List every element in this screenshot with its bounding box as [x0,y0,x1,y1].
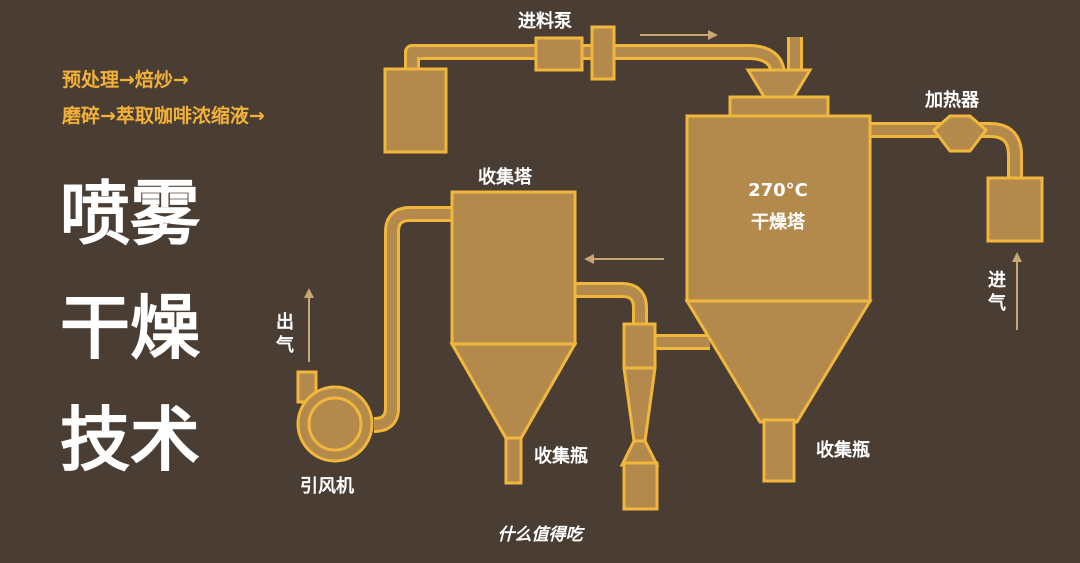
label-dryer-temp: 270°C [748,180,808,201]
label-heater: 加热器 [924,89,980,111]
induced-draft-fan [296,370,374,463]
drying-tower [684,114,873,483]
label-collection-tower: 收集塔 [478,166,533,188]
label-air-out-2: 气 [275,334,294,356]
label-air-out-1: 出 [276,311,294,333]
cyclone [619,322,660,511]
title-line-3: 技术 [60,399,200,481]
intro-line-2: 磨碎→萃取咖啡浓缩液→ [61,104,265,127]
feed-pump [534,25,616,81]
feed-tank [383,67,448,154]
flow-arrow-feed [640,30,718,40]
label-fan: 引风机 [300,476,354,497]
title-line-2: 干燥 [60,287,201,369]
flow-arrow-air-out [304,288,314,362]
fan-pipe [373,206,452,433]
label-dryer-name: 干燥塔 [751,211,806,233]
collection-tower [449,190,578,485]
label-feed-pump: 进料泵 [518,10,572,32]
dryer-inlet [728,68,830,119]
intro-line-1: 预处理→焙炒→ [62,68,189,91]
title-line-1: 喷雾 [60,173,201,255]
watermark-logo: 什么值得吃 [498,525,586,545]
air-inlet-box [986,176,1044,243]
flow-arrow-air-in [1012,252,1022,330]
label-bottle-left: 收集瓶 [534,445,588,467]
label-bottle-right: 收集瓶 [816,439,870,461]
flow-arrow-return [584,254,664,264]
label-air-in-1: 进 [988,270,1006,291]
label-air-in-2: 气 [987,292,1006,314]
heater [931,114,989,153]
